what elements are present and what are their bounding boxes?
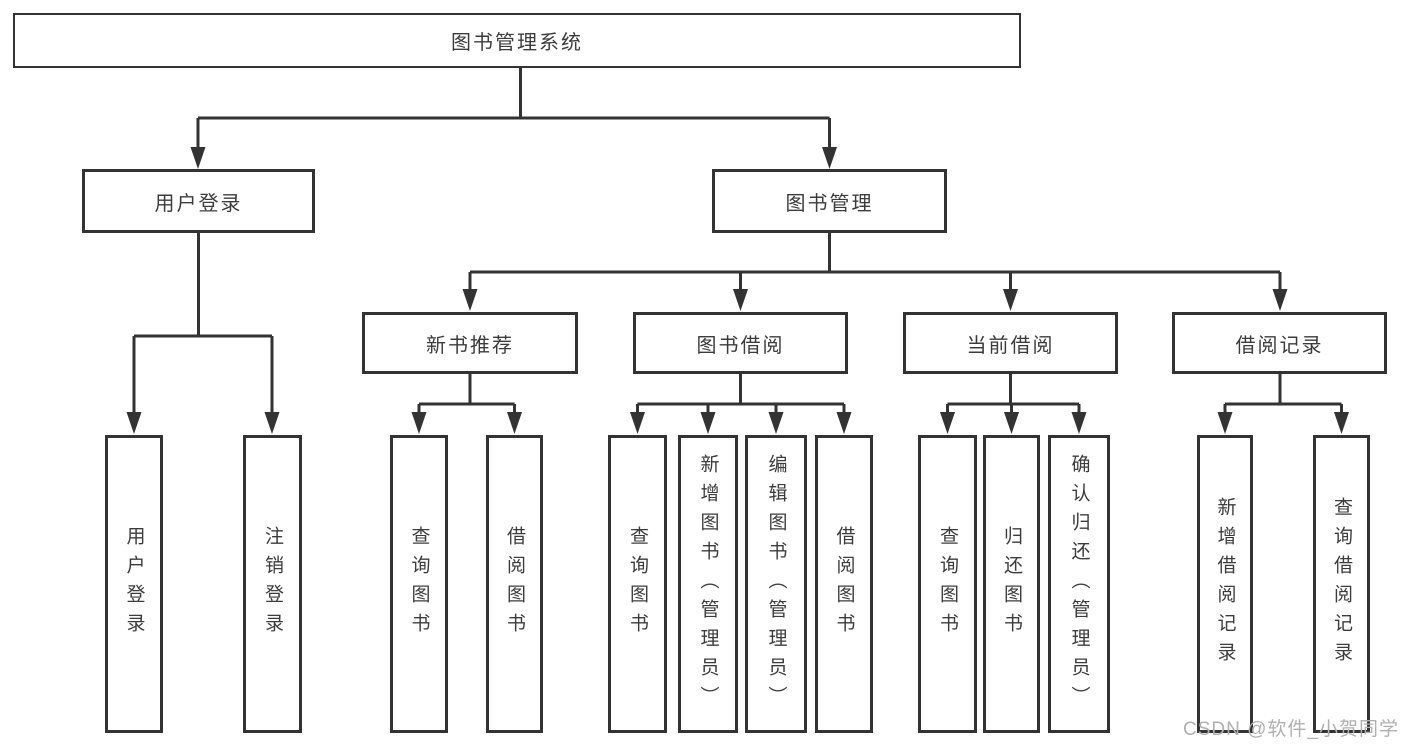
node-confirm-return-admin: 确认归还（管理员） [1048, 435, 1110, 733]
node-logout-action: 注销登录 [243, 435, 302, 733]
node-borrow-books-recommend-label: 借阅图书 [504, 526, 525, 642]
arrowheads [126, 147, 1349, 434]
node-query-books-current: 查询图书 [918, 435, 977, 733]
node-borrowing-records-label: 借阅记录 [1235, 334, 1324, 357]
node-current-borrowing: 当前借阅 [903, 312, 1118, 374]
node-add-borrow-record-label: 新增借阅记录 [1214, 497, 1236, 671]
node-new-book-recommend: 新书推荐 [362, 312, 578, 374]
node-query-borrow-record: 查询借阅记录 [1313, 435, 1370, 733]
node-query-books-recommend: 查询图书 [390, 435, 448, 733]
node-book-management: 图书管理 [712, 169, 947, 233]
node-edit-books-admin-label: 编辑图书（管理员） [765, 453, 787, 715]
node-query-books-recommend-label: 查询图书 [408, 526, 430, 642]
node-library-system: 图书管理系统 [13, 13, 1021, 68]
node-return-books-label: 归还图书 [1001, 526, 1022, 642]
node-borrow-books-action-label: 借阅图书 [833, 526, 855, 642]
node-borrow-books-recommend: 借阅图书 [486, 435, 543, 733]
node-current-borrowing-label: 当前借阅 [966, 334, 1055, 357]
node-add-borrow-record: 新增借阅记录 [1197, 435, 1253, 733]
node-edit-books-admin: 编辑图书（管理员） [745, 435, 807, 733]
node-user-login: 用户登录 [82, 169, 315, 233]
node-add-books-admin-label: 新增图书（管理员） [697, 453, 719, 715]
node-query-books-borrow: 查询图书 [608, 435, 667, 733]
node-user-login-label: 用户登录 [154, 192, 243, 215]
node-logout-action-label: 注销登录 [262, 526, 283, 642]
node-book-borrowing-label: 图书借阅 [696, 334, 785, 357]
node-add-books-admin: 新增图书（管理员） [678, 435, 738, 733]
node-library-system-label: 图书管理系统 [451, 32, 583, 54]
node-book-management-label: 图书管理 [785, 192, 874, 215]
node-query-borrow-record-label: 查询借阅记录 [1331, 497, 1352, 671]
node-return-books: 归还图书 [983, 435, 1040, 733]
node-query-books-borrow-label: 查询图书 [627, 526, 648, 642]
node-confirm-return-admin-label: 确认归还（管理员） [1068, 453, 1090, 715]
node-user-login-action: 用户登录 [105, 435, 163, 733]
node-new-book-recommend-label: 新书推荐 [426, 334, 514, 357]
node-book-borrowing: 图书借阅 [633, 312, 848, 374]
csdn-watermark: CSDN @软件_小贺同学 [1183, 719, 1399, 740]
node-borrow-books-action: 借阅图书 [815, 435, 873, 733]
node-query-books-current-label: 查询图书 [937, 526, 958, 642]
node-user-login-action-label: 用户登录 [123, 526, 145, 642]
node-borrowing-records: 借阅记录 [1172, 312, 1387, 374]
